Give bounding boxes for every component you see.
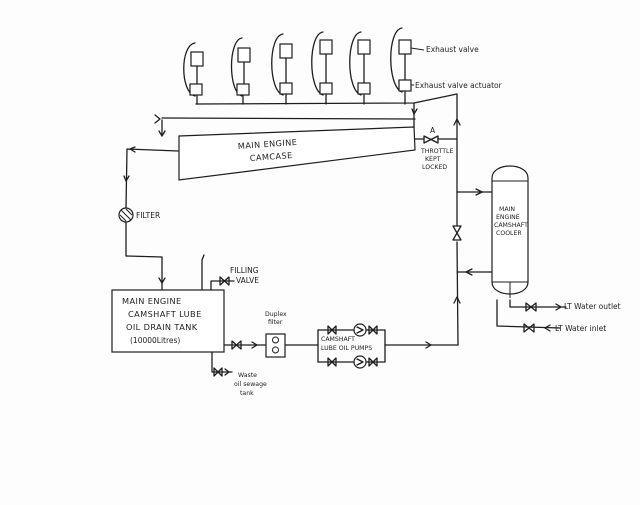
- camcase-body: [178, 126, 416, 181]
- arrow-header: [154, 114, 161, 124]
- return-pipe-upper: [125, 148, 179, 209]
- waste-valve-symbol: [213, 367, 223, 377]
- label-duplex-2: filter: [268, 319, 283, 326]
- drain-tank-body: [111, 289, 225, 353]
- pump-2: [327, 355, 378, 369]
- label-cooler-4: COOLER: [496, 230, 522, 237]
- exhaust-unit-1: [183, 42, 204, 105]
- label-pumps-1: CAMSHAFT: [321, 336, 355, 343]
- label-throttle-3: LOCKED: [422, 164, 447, 171]
- exhaust-unit-4: [311, 31, 333, 105]
- exhaust-unit-6: [390, 27, 412, 105]
- lube-oil-piping: [125, 93, 567, 373]
- throttle-valve: [414, 135, 458, 144]
- arrow-cooler-in: [475, 188, 483, 196]
- riser-valve: [452, 225, 462, 241]
- label-duplex-1: Duplex: [265, 311, 287, 318]
- right-riser-lower: [456, 241, 459, 346]
- label-throttle-2: KEPT: [425, 156, 441, 163]
- filling-pipe: [210, 280, 235, 291]
- label-filter: FILTER: [136, 211, 160, 220]
- arrow-left-feed: [158, 130, 166, 137]
- label-marker-a: A: [430, 126, 436, 135]
- drain-tank: [111, 289, 225, 353]
- waste-valve: [213, 367, 223, 377]
- label-cooler-3: CAMSHAFT: [494, 222, 528, 229]
- arrow-riser-top: [453, 118, 461, 126]
- main-engine-camcase: [178, 126, 416, 181]
- lt-water-valves: [523, 302, 537, 333]
- throttle-valve-symbol: [423, 135, 439, 144]
- label-lt-outlet: LT Water outlet: [564, 302, 621, 311]
- label-waste-3: tank: [240, 390, 254, 397]
- arrow-return-down: [123, 175, 130, 182]
- arrow-cooler-out: [465, 268, 473, 276]
- label-exhaust-valve: Exhaust valve: [426, 45, 479, 54]
- outlet-valve-symbol: [231, 340, 242, 350]
- camcase-header: [161, 117, 416, 120]
- label-pumps-2: LUBE OIL PUMPS: [321, 345, 372, 352]
- arrow-tank-in: [158, 277, 166, 284]
- label-filling-2: VALVE: [236, 276, 259, 285]
- label-tank-3: OIL DRAIN TANK: [126, 322, 198, 332]
- label-cooler-2: ENGINE: [496, 214, 520, 221]
- exhaust-unit-2: [230, 37, 251, 105]
- arrow-tank-outlet: [251, 341, 258, 349]
- exhaust-unit-5: [349, 31, 371, 105]
- tank-outlet-valve: [231, 340, 242, 350]
- arrow-riser-lower: [453, 296, 461, 304]
- label-filling-1: FILLING: [230, 266, 259, 275]
- exhaust-unit-3: [271, 33, 293, 105]
- waste-drain-pipe: [211, 349, 233, 373]
- filling-valve-symbol: [219, 276, 230, 286]
- pump-1: [327, 323, 378, 337]
- duplex-filter-body: [265, 333, 286, 358]
- return-pipe-lower: [125, 221, 163, 291]
- label-waste-1: Waste: [238, 372, 257, 379]
- label-camcase-2: CAMCASE: [249, 150, 292, 163]
- label-tank-4: (10000Litres): [130, 336, 180, 345]
- lt-outlet-valve: [525, 302, 537, 312]
- lube-oil-pumps: [327, 323, 378, 369]
- arrow-return: [129, 146, 136, 153]
- label-throttle-1: THROTTLE: [420, 148, 453, 155]
- label-camcase-1: MAIN ENGINE: [237, 137, 297, 151]
- label-tank-1: MAIN ENGINE: [122, 296, 182, 306]
- label-tank-2: CAMSHAFT LUBE: [128, 309, 202, 319]
- filter: [118, 207, 134, 223]
- arrow-right-feed: [411, 108, 418, 115]
- arrow-discharge: [425, 341, 432, 349]
- lt-inlet-pipe: [496, 299, 561, 329]
- label-cooler-1: MAIN: [499, 206, 515, 213]
- exhaust-valve-units: [183, 27, 425, 105]
- duplex-filter: [265, 333, 286, 358]
- arrow-waste: [224, 368, 230, 376]
- label-lt-inlet: LT Water inlet: [555, 324, 606, 333]
- lt-outlet-pipe: [509, 299, 567, 308]
- vent-pipe: [201, 254, 205, 291]
- diagram-labels: Exhaust valve Exhaust valve actuator MAI…: [122, 45, 621, 397]
- flow-arrows: [123, 108, 562, 376]
- exhaust-valve-leader: [410, 47, 425, 51]
- lt-inlet-valve: [523, 323, 535, 333]
- arrow-lt-inlet: [544, 324, 551, 332]
- label-exhaust-valve-actuator: Exhaust valve actuator: [415, 81, 503, 90]
- label-waste-2: oil sewage: [234, 381, 267, 388]
- filling-valve: [219, 276, 230, 286]
- arrow-lt-outlet: [555, 303, 562, 311]
- camshaft-cooler: [491, 165, 529, 298]
